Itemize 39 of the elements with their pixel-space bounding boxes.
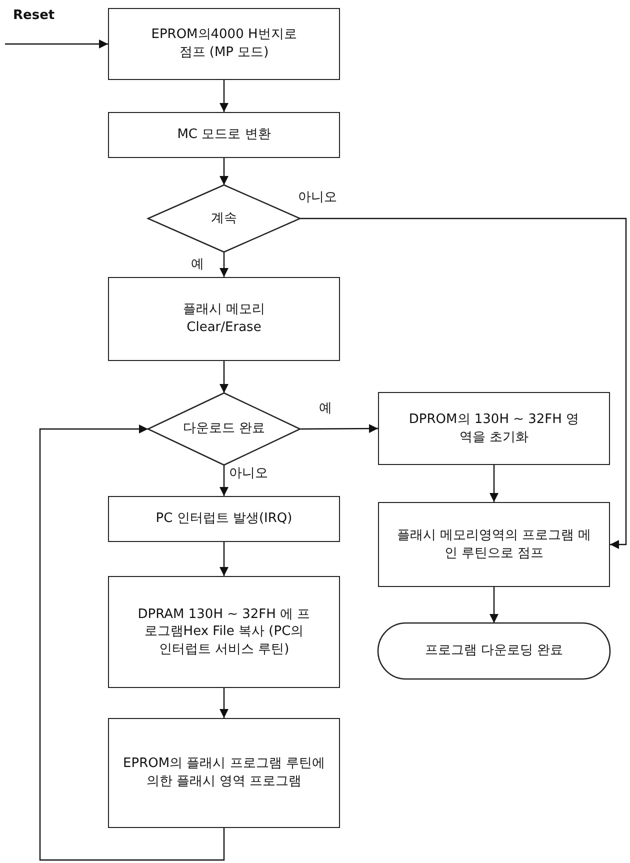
arrow bbox=[490, 465, 498, 502]
edge-label: 아니오 bbox=[228, 466, 269, 482]
arrow bbox=[220, 361, 228, 393]
process-box bbox=[108, 8, 340, 80]
arrow bbox=[5, 40, 108, 48]
step-text: DPRAM 130H ~ 32FH 에 프로그램Hex File 복사 (PC의 인터럽트 서비스 루틴) bbox=[136, 606, 312, 658]
step-text: PC 인터럽트 발생(IRQ) bbox=[154, 510, 294, 528]
arrow bbox=[220, 80, 228, 112]
process-box bbox=[108, 277, 340, 361]
arrow bbox=[220, 542, 228, 576]
arrow bbox=[220, 252, 228, 277]
arrow bbox=[300, 424, 378, 434]
process-box bbox=[108, 496, 340, 542]
arrow bbox=[490, 587, 498, 623]
step-text: 플래시 메모리 Clear/Erase bbox=[182, 301, 266, 337]
step-text: 프로그램 다운로딩 완료 bbox=[424, 642, 564, 660]
step-text: EPROM의 플래시 프로그램 루틴에 의한 플래시 영역 프로그램 bbox=[122, 755, 326, 791]
arrow bbox=[300, 218, 627, 549]
edge-label: 아니오 bbox=[297, 190, 338, 206]
edge-label: 예 bbox=[190, 257, 205, 273]
process-box bbox=[378, 392, 610, 465]
arrow bbox=[220, 688, 228, 718]
decision-diamond bbox=[148, 393, 300, 465]
process-box bbox=[108, 718, 340, 828]
arrow bbox=[220, 158, 228, 185]
terminal-shape bbox=[378, 623, 610, 679]
process-box bbox=[108, 112, 340, 158]
decision-text: 다운로드 완료 bbox=[182, 420, 266, 438]
arrow bbox=[39, 424, 225, 861]
arrow bbox=[220, 465, 228, 496]
process-box bbox=[378, 502, 610, 587]
step-text: EPROM의4000 H번지로 점프 (MP 모드) bbox=[150, 26, 298, 62]
decision-diamond bbox=[148, 185, 300, 252]
step-text: MC 모드로 변환 bbox=[176, 126, 272, 144]
decision-text: 계속 bbox=[210, 210, 238, 228]
process-box bbox=[108, 576, 340, 688]
step-text: DPROM의 130H ~ 32FH 영역을 초기화 bbox=[408, 410, 580, 446]
edge-label: 예 bbox=[318, 401, 333, 417]
step-text: 플래시 메모리영역의 프로그램 메인 루틴으로 점프 bbox=[396, 526, 592, 562]
